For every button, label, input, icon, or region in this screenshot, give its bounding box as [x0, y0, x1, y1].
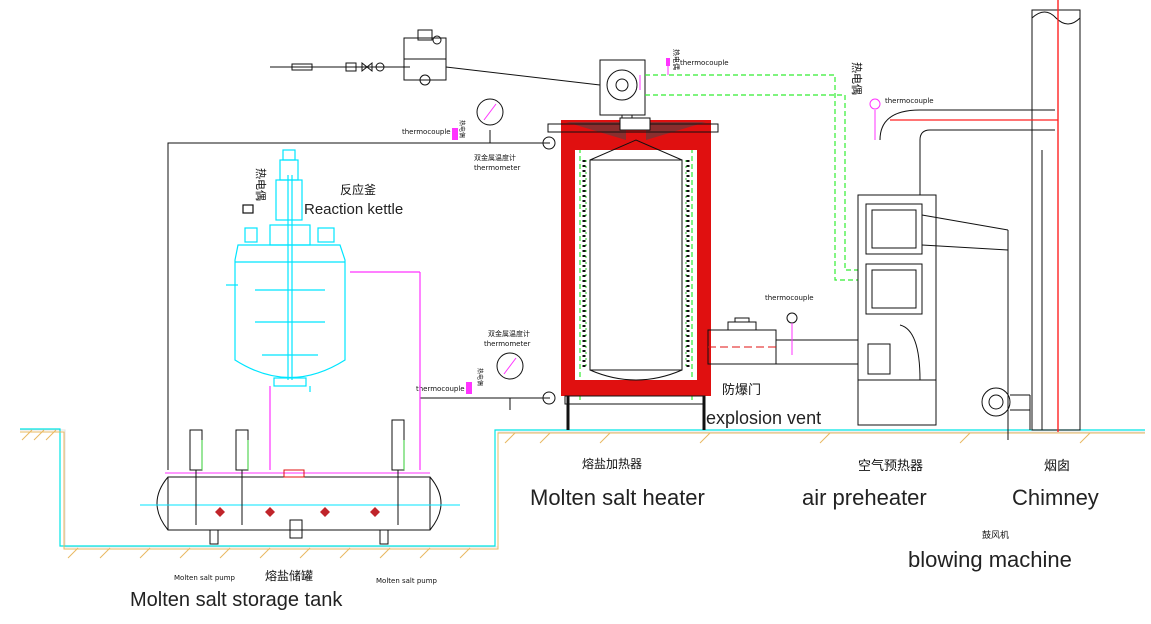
storage-tank-cn: 熔盐储罐 — [265, 568, 313, 583]
reaction-kettle — [226, 149, 421, 470]
pump-right-label: Molten salt pump — [376, 577, 438, 585]
process-piping — [167, 130, 556, 470]
molten-salt-heater — [547, 117, 719, 430]
pump-left-label: Molten salt pump — [174, 574, 236, 582]
preheater-thermocouple-cn: 热电偶 — [850, 62, 863, 95]
blower-en: blowing machine — [908, 547, 1072, 572]
vent-thermocouple-label: thermocouple — [765, 294, 814, 302]
heater-labels: 熔盐加热器 Molten salt heater — [530, 456, 705, 510]
tank-labels: Molten salt pump Molten salt pump 熔盐储罐 M… — [130, 568, 438, 611]
chimney-en: Chimney — [1012, 485, 1099, 510]
explosion-vent — [707, 312, 858, 365]
heater-en: Molten salt heater — [530, 485, 705, 510]
thermometer-bottom-cn: 双金属温度计 — [488, 329, 530, 338]
chimney — [890, 0, 1081, 432]
kettle-thermocouple-cn: 热电偶 — [254, 168, 267, 201]
explosion-vent-cn: 防爆门 — [722, 382, 761, 398]
thermocouple-bottom-cn: 热电偶 — [476, 368, 484, 386]
ground-hatch — [21, 429, 1091, 559]
top-thermocouple: 热电偶 thermocouple — [666, 49, 729, 75]
reaction-kettle-cn: 反应釜 — [340, 182, 376, 197]
air-preheater-en: air preheater — [802, 485, 927, 510]
thermometer-top: 双金属温度计 thermometer thermocouple 热电偶 — [402, 98, 521, 172]
thermometer-top-cn: 双金属温度计 — [474, 153, 516, 162]
heater-cn: 熔盐加热器 — [582, 456, 642, 471]
kettle-labels: 反应釜 Reaction kettle 热电偶 — [254, 168, 403, 218]
vent-labels: 防爆门 explosion vent thermocouple — [706, 294, 821, 428]
preheater-thermocouple-label: thermocouple — [885, 97, 934, 105]
ground-line — [20, 428, 1145, 550]
explosion-vent-en: explosion vent — [706, 408, 821, 428]
green-air-duct — [579, 74, 858, 400]
top-thermocouple-cn: 热电偶 — [672, 49, 681, 70]
thermometer-top-en: thermometer — [474, 164, 521, 172]
tank-pumps — [189, 419, 405, 525]
thermocouple-top-label: thermocouple — [402, 128, 451, 136]
air-preheater-cn: 空气预热器 — [858, 458, 923, 474]
air-preheater — [857, 98, 1055, 440]
thermometer-bottom-en: thermometer — [484, 340, 531, 348]
blower-labels: 鼓风机 blowing machine — [908, 529, 1072, 572]
chimney-labels: 烟囱 Chimney — [1012, 459, 1099, 510]
thermocouple-top-cn: 热电偶 — [458, 120, 466, 138]
fuel-line — [270, 29, 601, 86]
thermometer-bottom: 双金属温度计 thermometer thermocouple 热电偶 — [416, 329, 531, 394]
blowing-machine — [981, 387, 1031, 430]
chimney-cn: 烟囱 — [1044, 459, 1070, 474]
top-thermocouple-label: thermocouple — [680, 59, 729, 67]
thermocouple-bottom-label: thermocouple — [416, 385, 465, 393]
molten-salt-storage-tank — [140, 469, 460, 545]
preheater-labels: 空气预热器 air preheater — [802, 458, 927, 510]
reaction-kettle-en: Reaction kettle — [304, 201, 403, 218]
blower-cn: 鼓风机 — [982, 529, 1009, 541]
preheater-thermocouple: thermocouple 热电偶 — [850, 62, 934, 105]
storage-tank-en: Molten salt storage tank — [130, 589, 343, 611]
